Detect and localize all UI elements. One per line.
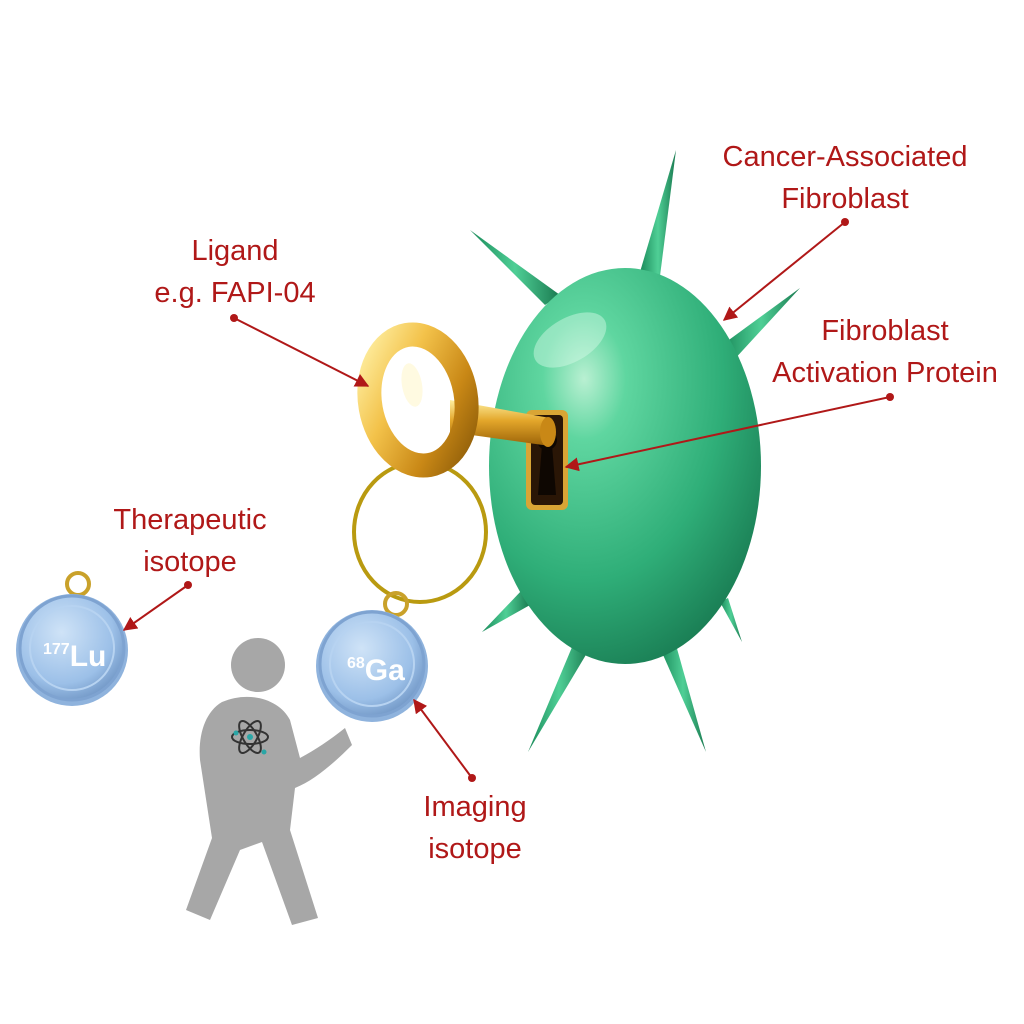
person-figure-icon	[186, 638, 352, 925]
cell-spikes	[470, 150, 800, 752]
lutetium-coin-loop	[65, 571, 91, 597]
label-therapeutic-line1: Therapeutic	[113, 504, 267, 536]
arrow-fap	[564, 396, 891, 472]
lutetium-coin-icon: 177Lu	[16, 594, 128, 706]
svg-text:177Lu: 177Lu	[43, 640, 106, 673]
lutetium-symbol: Lu	[70, 640, 107, 673]
arrow-imaging	[413, 698, 473, 779]
label-fap-line2: Activation Protein	[772, 357, 998, 389]
gallium-mass: 68	[347, 655, 365, 672]
label-ligand-line1: Ligand	[191, 235, 279, 267]
label-caf-line2: Fibroblast	[781, 183, 909, 215]
label-therapeutic-line2: isotope	[143, 546, 237, 578]
lutetium-mass: 177	[43, 641, 70, 658]
label-caf-line1: Cancer-Associated	[722, 141, 968, 173]
label-therapeutic: Therapeutic isotope	[90, 499, 290, 583]
svg-text:68Ga: 68Ga	[347, 654, 405, 687]
arrow-therapeutic	[122, 584, 189, 631]
label-imaging-line2: isotope	[428, 833, 522, 865]
golden-key-icon	[357, 322, 556, 478]
arrow-ligand	[233, 317, 370, 387]
label-fap: Fibroblast Activation Protein	[750, 310, 1020, 394]
label-fap-line1: Fibroblast	[821, 315, 949, 347]
annotation-arrows	[122, 218, 894, 782]
label-imaging-line1: Imaging	[423, 791, 527, 823]
gallium-symbol: Ga	[365, 654, 405, 687]
atom-icon	[231, 720, 269, 755]
gallium-coin-icon: 68Ga	[316, 610, 428, 722]
label-caf: Cancer-Associated Fibroblast	[700, 136, 990, 220]
fibroblast-cell-icon	[489, 268, 761, 664]
label-imaging: Imaging isotope	[395, 786, 555, 870]
label-ligand: Ligand e.g. FAPI-04	[130, 230, 340, 314]
key-ring-icon	[352, 460, 488, 604]
arrow-caf	[722, 221, 846, 321]
gallium-coin-loop	[383, 591, 409, 617]
label-ligand-line2: e.g. FAPI-04	[154, 277, 316, 309]
